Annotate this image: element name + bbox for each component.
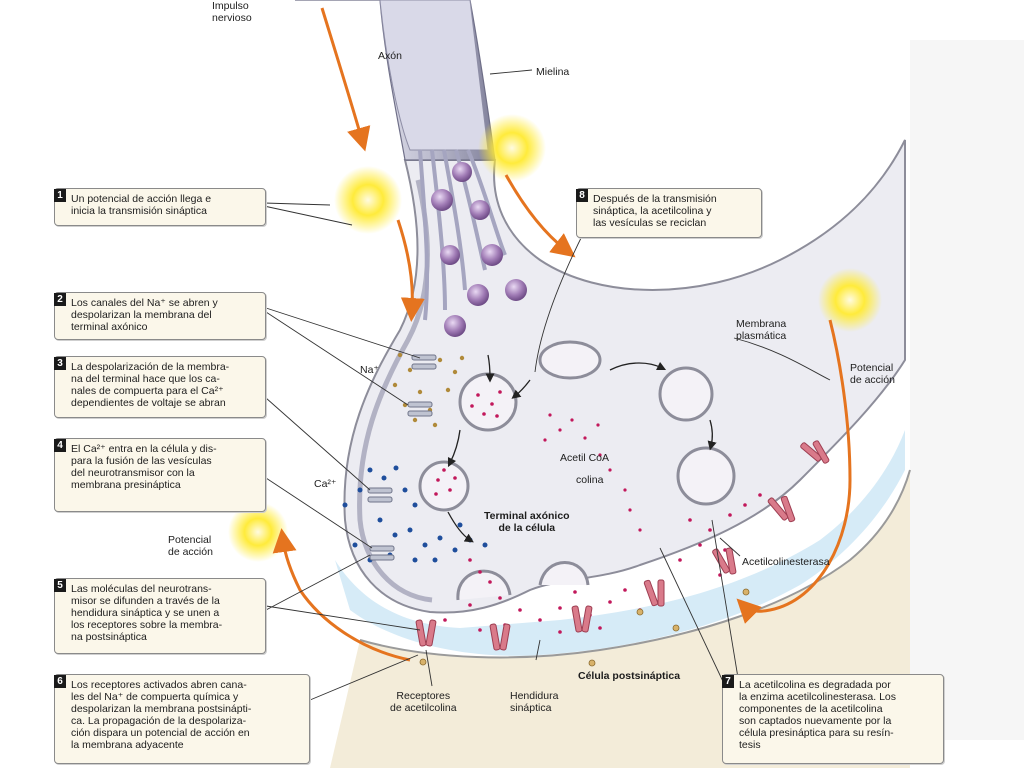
- myelin-label: Mielina: [536, 66, 570, 78]
- cleft-label: Hendidura sináptica: [510, 690, 559, 714]
- step-5-badge: 5: [54, 579, 66, 592]
- step-3-badge: 3: [54, 357, 66, 370]
- action-potential-arrows: [272, 7, 852, 662]
- step-6-text: Los receptores activados abren cana- les…: [71, 679, 252, 751]
- step-3-text: La despolarización de la membra- na del …: [71, 361, 230, 409]
- impulse-label: Impulso nervioso: [212, 0, 252, 24]
- step-7-badge: 7: [722, 675, 734, 688]
- step-1-badge: 1: [54, 189, 66, 202]
- axon-label: Axón: [378, 50, 402, 62]
- postsynaptic-enzymes: [419, 588, 750, 667]
- step-5-box: Las moléculas del neurotrans- misor se d…: [54, 578, 266, 654]
- step-2-text: Los canales del Na⁺ se abren y despolari…: [71, 297, 218, 333]
- step-2-badge: 2: [54, 293, 66, 306]
- synaptic-vesicles: [418, 340, 736, 601]
- step-8-text: Después de la transmisión sináptica, la …: [593, 193, 717, 229]
- step-7-box: La acetilcolina es degradada por la enzi…: [722, 674, 944, 764]
- axon-core: [379, 0, 489, 151]
- choline-label: colina: [576, 474, 604, 486]
- axon-vesicles: [431, 162, 527, 337]
- ion-channels: [367, 354, 437, 561]
- sodium-label: Na⁺: [360, 364, 379, 376]
- membrane-label: Membrana plasmática: [736, 318, 787, 342]
- acetylcholine-receptors: [415, 440, 830, 651]
- postsynaptic-membrane: [359, 469, 911, 659]
- step-4-box: El Ca²⁺ entra en la célula y dis- para l…: [54, 438, 266, 512]
- step-8-badge: 8: [576, 189, 588, 202]
- acetyl-coa-label: Acetil CoA: [560, 452, 610, 464]
- step-1-box: Un potencial de acción llega e inicia la…: [54, 188, 266, 226]
- step-6-box: Los receptores activados abren cana- les…: [54, 674, 310, 764]
- step-6-badge: 6: [54, 675, 66, 688]
- synaptic-cleft-band: [335, 430, 905, 656]
- acetylcholinesterase-label: Acetilcolinesterasa: [742, 556, 830, 568]
- step-7-text: La acetilcolina es degradada por la enzi…: [739, 679, 896, 751]
- receptors-label: Receptores de acetilcolina: [390, 690, 457, 714]
- step-8-box: Después de la transmisión sináptica, la …: [576, 188, 762, 238]
- recycling-arrows: [447, 354, 717, 543]
- step-2-box: Los canales del Na⁺ se abren y despolari…: [54, 292, 266, 340]
- terminal-label: Terminal axónico de la célula: [484, 510, 570, 534]
- step-1-text: Un potencial de acción llega e inicia la…: [71, 193, 212, 217]
- potential-left-label: Potencial de acción: [168, 534, 213, 558]
- background-fade: [910, 40, 1024, 740]
- step-3-box: La despolarización de la membra- na del …: [54, 356, 266, 418]
- calcium-label: Ca²⁺: [314, 478, 337, 490]
- potential-right-label: Potencial de acción: [850, 362, 895, 386]
- postsynaptic-label: Célula postsináptica: [578, 670, 681, 682]
- step-4-text: El Ca²⁺ entra en la célula y dis- para l…: [71, 443, 217, 491]
- step-5-text: Las moléculas del neurotrans- misor se d…: [71, 583, 223, 643]
- leader-lines: [263, 69, 831, 701]
- step-4-badge: 4: [54, 439, 66, 452]
